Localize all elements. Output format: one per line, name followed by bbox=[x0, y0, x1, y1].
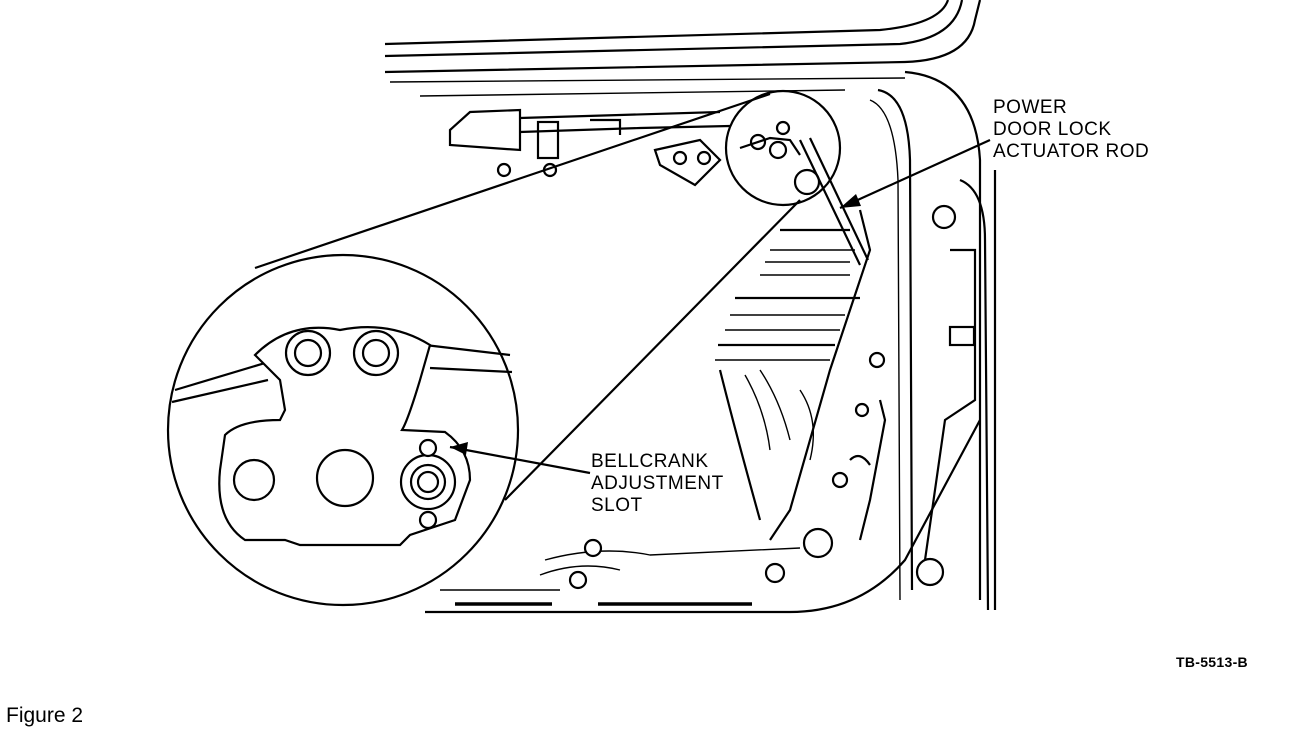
pillar-bolt bbox=[915, 557, 945, 587]
label-line: SLOT bbox=[591, 495, 643, 516]
pillar-bolt bbox=[931, 204, 957, 230]
wire-clip bbox=[568, 570, 588, 590]
pillar-bolt bbox=[854, 402, 870, 418]
bellcrank-hole bbox=[232, 458, 276, 502]
pillar-bolt bbox=[802, 527, 834, 559]
bellcrank-hole bbox=[315, 448, 375, 508]
projection-lines bbox=[254, 92, 801, 501]
figure-id: TB-5513-B bbox=[1176, 654, 1248, 670]
detail-circle-large bbox=[166, 253, 520, 607]
figure-caption: Figure 2 bbox=[6, 704, 84, 727]
inner-panel bbox=[715, 209, 872, 541]
door-top-rails bbox=[384, 0, 982, 97]
detail-circle-small bbox=[724, 89, 869, 266]
latch-clip bbox=[536, 120, 560, 160]
door-pillar bbox=[764, 70, 997, 611]
pillar-bolt bbox=[831, 471, 849, 489]
arrow-head bbox=[450, 442, 468, 455]
wire-clip bbox=[583, 538, 603, 558]
latch-bolt bbox=[496, 162, 512, 178]
label-line: ACTUATOR ROD bbox=[993, 141, 1150, 162]
leader-arrows bbox=[449, 138, 991, 475]
label-line: BELLCRANK bbox=[591, 451, 709, 472]
pillar-bolt bbox=[868, 351, 886, 369]
label-line: DOOR LOCK bbox=[993, 119, 1112, 140]
label-line: ADJUSTMENT bbox=[591, 473, 724, 494]
power-door-lock-actuator-rod-label: POWER DOOR LOCK ACTUATOR ROD bbox=[993, 97, 1149, 163]
door-bottom bbox=[425, 419, 981, 614]
arrow-head bbox=[840, 194, 861, 208]
latch-mechanism bbox=[448, 108, 731, 187]
label-line: POWER bbox=[993, 97, 1068, 118]
latch-striker bbox=[948, 325, 976, 347]
pillar-bolt bbox=[764, 562, 786, 584]
bellcrank-adjustment-slot-label: BELLCRANK ADJUSTMENT SLOT bbox=[591, 451, 724, 517]
